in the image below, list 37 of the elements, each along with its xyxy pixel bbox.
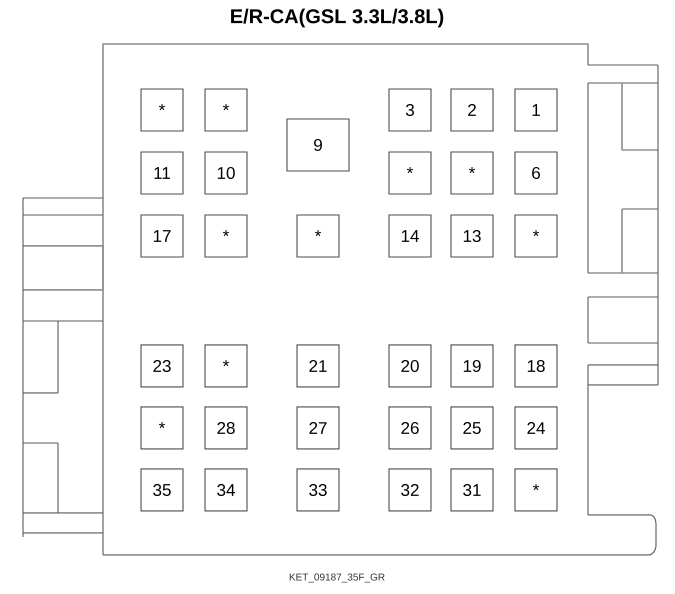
pin-cell: 21 — [296, 344, 340, 388]
pin-cell: 27 — [296, 406, 340, 450]
pin-cell: 24 — [514, 406, 558, 450]
pin-cell: 3 — [388, 88, 432, 132]
pin-cell: 2 — [450, 88, 494, 132]
title: E/R-CA(GSL 3.3L/3.8L) — [231, 8, 444, 28]
pin-cell: * — [204, 214, 248, 258]
pin-cell: 1 — [514, 88, 558, 132]
pin-cell: 32 — [388, 468, 432, 512]
pin-cell: 28 — [204, 406, 248, 450]
pin-cell: 11 — [140, 151, 184, 195]
pin-cell: 10 — [204, 151, 248, 195]
pin-cell: 17 — [140, 214, 184, 258]
pin-cell: * — [296, 214, 340, 258]
pin-cell: 9 — [286, 118, 350, 172]
pin-cell: 20 — [388, 344, 432, 388]
pin-cell: 23 — [140, 344, 184, 388]
pin-cell: * — [450, 151, 494, 195]
pin-cell: 25 — [450, 406, 494, 450]
pin-cell: * — [204, 88, 248, 132]
pin-cell: 6 — [514, 151, 558, 195]
pin-cell: 18 — [514, 344, 558, 388]
figure-code: KET_09187_35F_GR — [290, 574, 385, 582]
pin-cell: 34 — [204, 468, 248, 512]
pin-cell: * — [514, 468, 558, 512]
pin-cell: * — [140, 88, 184, 132]
pin-cell: 14 — [388, 214, 432, 258]
pin-cell: 13 — [450, 214, 494, 258]
pin-cell: * — [388, 151, 432, 195]
pin-cell: 31 — [450, 468, 494, 512]
pin-cell: * — [140, 406, 184, 450]
pin-cell: 33 — [296, 468, 340, 512]
pin-cell: * — [204, 344, 248, 388]
pin-cell: 35 — [140, 468, 184, 512]
pin-cell: 26 — [388, 406, 432, 450]
pin-cell: 19 — [450, 344, 494, 388]
pin-cell: * — [514, 214, 558, 258]
